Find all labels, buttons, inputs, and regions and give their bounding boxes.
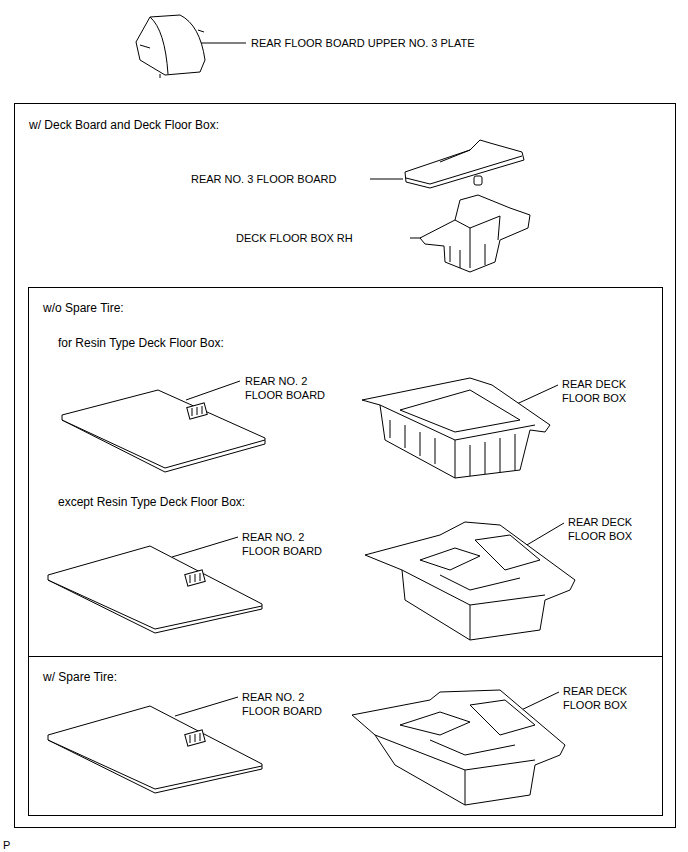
part-name: REAR NO. 2 FLOOR BOARD [244,374,341,402]
condition-heading: w/ Deck Board and Deck Floor Box: [28,118,220,132]
board-drawing [405,140,524,188]
plate-drawing [136,15,205,78]
option-frame: w/ Deck Board and Deck Floor Box: w/o Spa… [14,103,676,828]
variant-frame: w/o Spare Tire: for Resin Type Deck Floor… [28,287,663,657]
part-name: REAR NO. 2 FLOOR BOARD [241,690,338,718]
part-name: REAR NO. 2 FLOOR BOARD [241,530,338,558]
condition-heading: w/ Spare Tire: [42,670,118,684]
deck-box-drawing [352,690,565,805]
part-name: REAR FLOOR BOARD UPPER NO. 3 PLATE [250,36,476,50]
variant-frame: w/ Spare Tire: [28,656,663,816]
page-mark: P [2,838,11,852]
condition-heading: w/o Spare Tire: [42,301,125,315]
part-name: REAR DECK FLOOR BOX [562,684,642,712]
condition-subheading: except Resin Type Deck Floor Box: [57,495,246,509]
part-name: REAR DECK FLOOR BOX [567,515,647,543]
deck-box-drawing [365,522,575,640]
floor-board-drawing [62,390,265,472]
box-drawing [420,195,530,272]
part-name: REAR NO. 3 FLOOR BOARD [190,172,337,186]
floor-board-drawing [48,546,262,633]
floor-board-drawing [48,706,262,793]
part-name: REAR DECK FLOOR BOX [561,377,641,405]
condition-subheading: for Resin Type Deck Floor Box: [57,336,225,350]
deck-box-drawing [362,378,550,478]
part-name: DECK FLOOR BOX RH [235,231,354,245]
